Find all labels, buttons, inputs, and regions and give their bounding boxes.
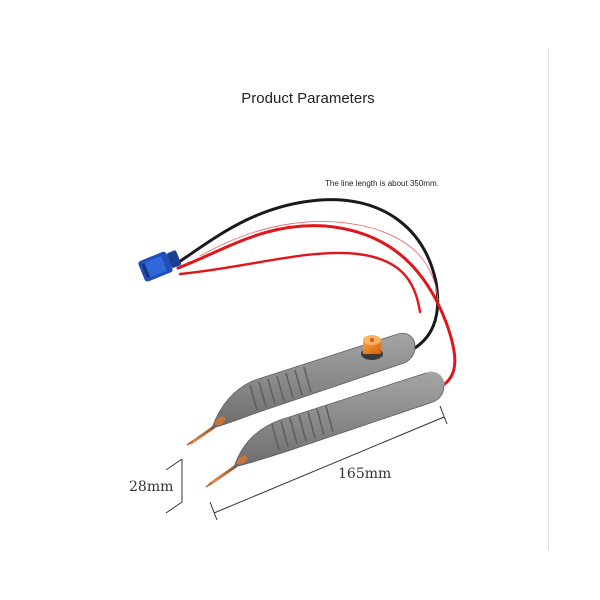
pen-front <box>205 371 445 488</box>
black-wire <box>174 198 440 354</box>
width-dimension <box>165 458 183 514</box>
line-length-note: The line length is about 350mm. <box>325 179 439 188</box>
probe-tip-front <box>208 464 238 486</box>
red-wire-thin <box>199 221 439 301</box>
vertical-divider <box>548 48 549 550</box>
probe-tip-rear <box>189 425 216 445</box>
grip-ridges-front <box>271 405 334 451</box>
width-label: 28mm <box>129 479 174 495</box>
grip-ridges-rear <box>249 366 312 411</box>
length-dimension <box>209 405 448 521</box>
red-wire-main <box>176 224 457 390</box>
length-label: 165mm <box>338 466 392 482</box>
pen-rear <box>186 332 416 446</box>
page-title: Product Parameters <box>241 90 375 107</box>
red-wire-lower <box>178 251 422 314</box>
wire-bundle <box>174 198 457 390</box>
adjustment-knob-icon <box>361 335 383 360</box>
ec5-connector-icon <box>138 250 182 282</box>
